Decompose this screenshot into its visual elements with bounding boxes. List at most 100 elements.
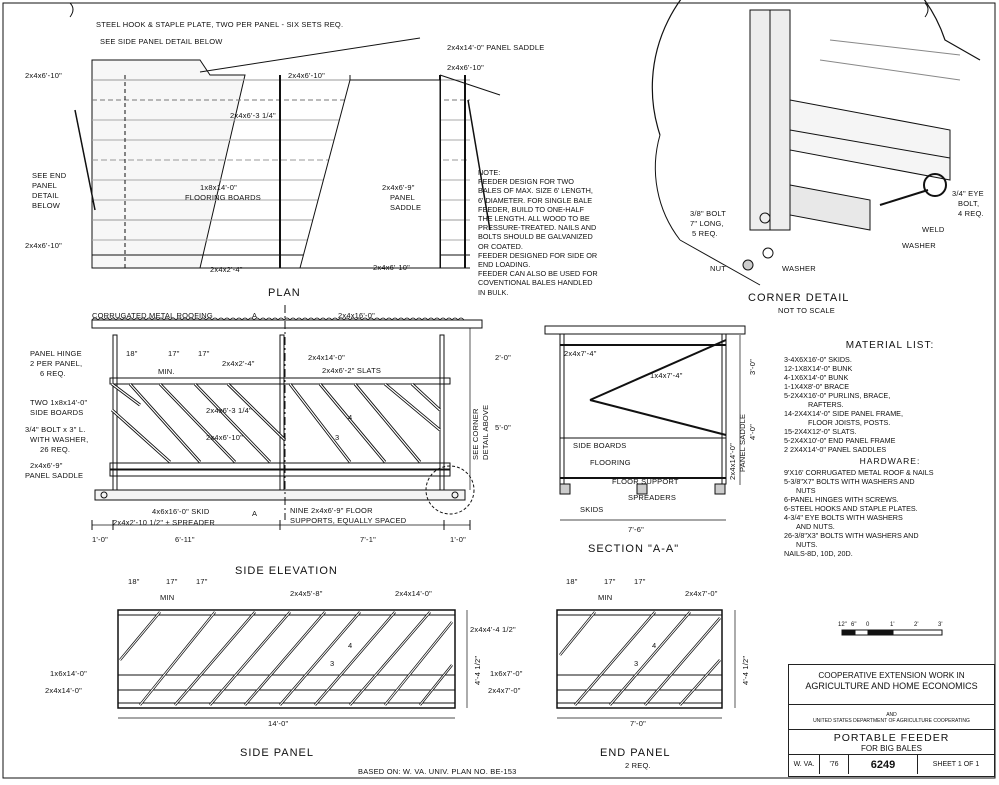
se-label: 17" [168, 349, 180, 358]
se-label: 2x4x6'-10" [206, 433, 243, 442]
plan-label: 2x4x14'-0" PANEL SADDLE [447, 43, 545, 52]
title-block: COOPERATIVE EXTENSION WORK IN AGRICULTUR… [788, 664, 995, 777]
plan-label: 2x4x6'-9" [382, 183, 415, 192]
plan-label: 2x4x6'-10" [25, 71, 62, 80]
se-label: 4x6x16'-0" SKID [152, 507, 210, 516]
usda-text: UNITED STATES DEPARTMENT OF AGRICULTURE … [813, 718, 970, 724]
se-label: MIN. [158, 367, 175, 376]
ep-label: 3 [634, 659, 638, 668]
section-title: SECTION "A-A" [588, 543, 679, 555]
plan-view [74, 37, 501, 269]
scale-bar [841, 629, 943, 636]
org-line-1: COOPERATIVE EXTENSION WORK IN [818, 671, 965, 680]
material-item: 5-2x4x10'-0" END PANEL FRAME [784, 436, 896, 445]
section-label: 1x4x7'-4" [650, 371, 683, 380]
se-label: 26 REQ. [40, 445, 70, 454]
note-line: FEEDER DESIGNED FOR SIDE OR END LOADING. [478, 250, 598, 270]
section-label: FLOOR SUPPORT [612, 477, 679, 486]
material-heading: MATERIAL LIST: [845, 340, 935, 351]
se-label: SEE CORNER [471, 408, 480, 460]
se-label: WITH WASHER, [30, 435, 88, 444]
ep-label: 17" [634, 577, 646, 586]
plan-label: SADDLE [390, 203, 421, 212]
ep-label: 17" [604, 577, 616, 586]
year-cell: '76 [820, 755, 849, 774]
se-label: 2x4x6'-3 1/4" [206, 406, 252, 415]
border-tab [69, 2, 74, 18]
material-item: 14-2x4x14'-0" SIDE PANEL FRAME, [784, 409, 903, 418]
sp-label: 4'-4 1/2" [473, 656, 482, 685]
section-label: PANEL SADDLE [738, 414, 747, 472]
plan-label: 2x4x6'-10" [373, 263, 410, 272]
se-label: 2x4x16'-0" [338, 311, 375, 320]
and-text: AND [886, 712, 897, 718]
se-label: 2x4x2'-10 1/2" ± SPREADER [113, 518, 215, 527]
se-label: 5'-0" [495, 423, 511, 432]
scale-label: 1' [890, 622, 894, 628]
ep-label: 1x6x7'-0" [490, 669, 523, 678]
plan-number-cell: 6249 [849, 755, 918, 774]
end-panel-subtitle: 2 REQ. [625, 761, 651, 770]
corner-label: NUT [710, 264, 726, 273]
se-label: NINE 2x4x6'-9" FLOOR [290, 506, 373, 515]
title-block-usda: AND UNITED STATES DEPARTMENT OF AGRICULT… [789, 705, 994, 730]
plan-label: 2x4x6'-10" [288, 71, 325, 80]
ep-label: 4 [652, 641, 656, 650]
se-label: TWO 1x8x14'-0" [30, 398, 87, 407]
section-label: 7'-6" [628, 525, 644, 534]
corner-title: CORNER DETAIL [748, 292, 849, 304]
material-item: 3-4x6x16'-0" SKIDS. [784, 355, 852, 364]
material-item: 2 2x4x14'-0" PANEL SADDLES [784, 445, 887, 454]
se-label: SIDE BOARDS [30, 408, 83, 417]
se-label: SUPPORTS, EQUALLY SPACED [290, 516, 407, 525]
end-panel-title: END PANEL [600, 747, 671, 759]
plan-label: FLOORING BOARDS [185, 193, 261, 202]
plan-label: 2x4x6'-3 1/4" [230, 111, 276, 120]
corner-subtitle: NOT TO SCALE [778, 306, 835, 315]
section-label: SPREADERS [628, 493, 676, 502]
corner-detail [651, 0, 981, 286]
hardware-item: 6-PANEL HINGES WITH SCREWS. [784, 495, 899, 504]
se-label: DETAIL ABOVE [481, 405, 490, 460]
title-block-name: PORTABLE FEEDER FOR BIG BALES [789, 730, 994, 755]
sp-label: 2x4x14'-0" [395, 589, 432, 598]
sp-label: MIN [160, 593, 174, 602]
se-label: 2x4x2'-4" [222, 359, 255, 368]
side-elevation [91, 305, 483, 530]
scale-label: 2' [914, 622, 918, 628]
se-label: PANEL HINGE [30, 349, 82, 358]
drawing-name: PORTABLE FEEDER [833, 732, 950, 744]
section-label: FLOORING [590, 458, 631, 467]
sheet-cell: SHEET 1 OF 1 [932, 761, 980, 768]
section-label: 3'-0" [748, 359, 757, 375]
plan-label: DETAIL [32, 191, 59, 200]
se-label: 2x4x6'-9" [30, 461, 63, 470]
hardware-item: 4-3/4" EYE BOLTS WITH WASHERS [784, 513, 903, 522]
corner-label: WELD [922, 225, 945, 234]
se-label: 6'-11" [175, 535, 195, 544]
plan-label: 2x4x2'-4" [210, 265, 243, 274]
se-label: 3 [335, 433, 339, 442]
se-label: 1'-0" [92, 535, 108, 544]
corner-label: 3/4" EYE [952, 189, 984, 198]
se-label: 6 REQ. [40, 369, 66, 378]
corner-label: 7" LONG, [690, 219, 724, 228]
se-label: A [252, 509, 257, 518]
ep-label: 2x4x7'-0" [488, 686, 521, 695]
footer-text: BASED ON: W. VA. UNIV. PLAN NO. BE-153 [358, 767, 516, 776]
material-item: 15-2x4x12'-0" SLATS. [784, 427, 857, 436]
corner-label: 5 REQ. [692, 229, 718, 238]
scale-label: 3' [938, 622, 942, 628]
section-label: SKIDS [580, 505, 604, 514]
plan-label: 1x8x14'-0" [200, 183, 237, 192]
title-block-org: COOPERATIVE EXTENSION WORK IN AGRICULTUR… [789, 665, 994, 705]
sp-label: 14'-0" [268, 719, 288, 728]
title-block-footer: W. VA. '76 6249 SHEET 1 OF 1 [789, 755, 994, 774]
sp-label: 4 [348, 641, 352, 650]
section-label: SIDE BOARDS [573, 441, 626, 450]
plan-header1: STEEL HOOK & STAPLE PLATE, TWO PER PANEL… [96, 20, 343, 29]
design-note: NOTE: FEEDER DESIGN FOR TWO BALES OF MAX… [478, 168, 598, 297]
se-label: 2x4x14'-0" [308, 353, 345, 362]
